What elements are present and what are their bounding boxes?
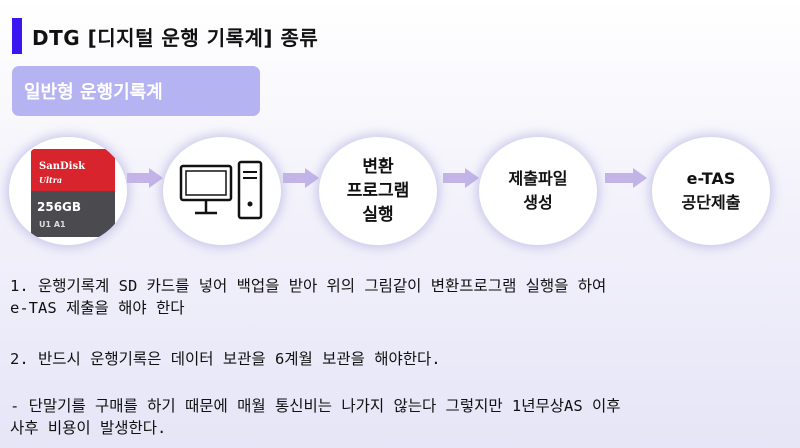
sd-card-image: SanDisk Ultra 256GB U1 A1 [31, 149, 115, 237]
flow-step-sd-card: SanDisk Ultra 256GB U1 A1 [9, 137, 127, 245]
flow-step-file: 제출파일 생성 [479, 137, 597, 245]
flow-step-submit-line1: e-TAS [686, 169, 736, 188]
flow-step-convert-line1: 변환 [362, 157, 394, 177]
page-title: DTG [디지털 운행 기록계] 종류 [32, 26, 319, 50]
flow-step-file-line2: 생성 [523, 193, 553, 212]
category-badge-label: 일반형 운행기록계 [24, 82, 163, 103]
sd-card-brand: SanDisk [39, 161, 86, 172]
body-line-2: e-TAS 제출을 해야 한다 [10, 299, 185, 317]
flow-step-submit: e-TAS 공단제출 [652, 137, 770, 245]
flow-step-submit-line2: 공단제출 [681, 193, 741, 212]
flow-step-convert: 변환 프로그램 실행 [319, 137, 437, 245]
body-line-3: 2. 반드시 운행기록은 데이터 보관을 6계월 보관을 해야한다. [10, 350, 441, 368]
body-line-1: 1. 운행기록계 SD 카드를 넣어 백업을 받아 위의 그림같이 변환프로그램… [10, 277, 607, 295]
flow-arrow-1 [127, 168, 163, 188]
flow-step-file-line1: 제출파일 [508, 169, 568, 188]
flow-arrow-2 [283, 168, 319, 188]
computer-icon [179, 160, 263, 220]
body-line-5: 사후 비용이 발생한다. [10, 419, 167, 437]
sd-card-capacity: 256GB [37, 200, 82, 214]
flow-arrow-3 [443, 168, 479, 188]
sd-card-marks: U1 A1 [39, 220, 66, 229]
flow-step-convert-line2: 프로그램 [346, 181, 410, 201]
category-badge: 일반형 운행기록계 [12, 66, 260, 116]
flow-step-convert-line3: 실행 [362, 205, 394, 225]
sd-card-sub: Ultra [39, 175, 63, 185]
title-accent-bar [12, 18, 22, 54]
flow-step-computer [163, 137, 281, 245]
flow-arrow-4 [605, 168, 647, 188]
body-line-4: - 단말기를 구매를 하기 때문에 매월 통신비는 나가지 않는다 그렇지만 1… [10, 397, 621, 415]
